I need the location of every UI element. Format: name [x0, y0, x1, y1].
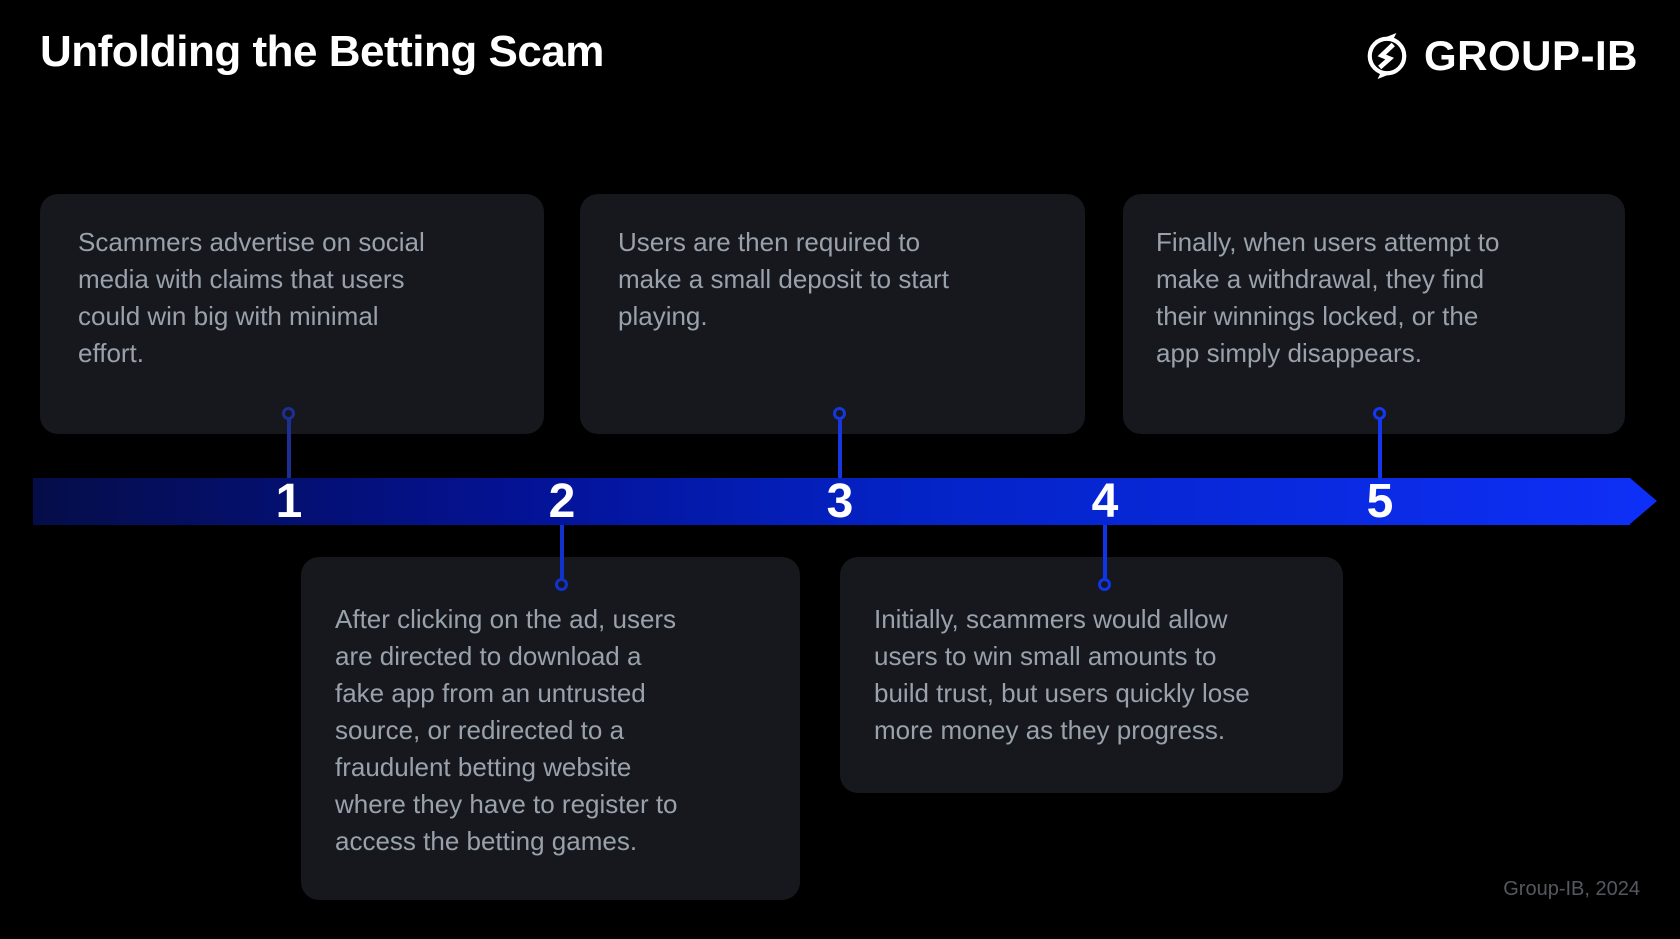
step-3-connector-dot	[833, 407, 846, 420]
step-5-text: Finally, when users attempt to make a wi…	[1156, 227, 1500, 368]
step-5-connector-dot	[1373, 407, 1386, 420]
step-card-3: Users are then required to make a small …	[580, 194, 1085, 434]
brand-wordmark: GROUP-IB	[1424, 32, 1638, 79]
step-4-text: Initially, scammers would allow users to…	[874, 604, 1250, 745]
step-2-connector-line	[560, 525, 564, 584]
step-card-1: Scammers advertise on social media with …	[40, 194, 544, 434]
step-number-4: 4	[1091, 475, 1119, 528]
page-title: Unfolding the Betting Scam	[40, 27, 604, 76]
step-1-text: Scammers advertise on social media with …	[78, 227, 425, 368]
step-number-3: 3	[826, 475, 854, 528]
step-1-connector-line	[287, 414, 291, 478]
credit-text: Group-IB, 2024	[1503, 878, 1640, 900]
brand-logo: GROUP-IB	[1364, 33, 1638, 79]
step-card-5: Finally, when users attempt to make a wi…	[1123, 194, 1625, 434]
timeline-arrowhead-icon	[1630, 478, 1657, 524]
step-card-2: After clicking on the ad, users are dire…	[301, 557, 800, 900]
step-3-text: Users are then required to make a small …	[618, 227, 949, 331]
group-ib-logo-icon	[1367, 33, 1407, 79]
step-1-connector-dot	[282, 407, 295, 420]
step-3-connector-line	[838, 414, 842, 478]
step-card-4: Initially, scammers would allow users to…	[840, 557, 1343, 793]
step-2-connector-dot	[555, 578, 568, 591]
step-number-2: 2	[548, 475, 576, 528]
step-number-5: 5	[1366, 475, 1394, 528]
step-number-1: 1	[275, 475, 303, 528]
timeline-bar	[33, 478, 1630, 525]
step-4-connector-line	[1103, 525, 1107, 584]
step-4-connector-dot	[1098, 578, 1111, 591]
step-2-text: After clicking on the ad, users are dire…	[335, 604, 678, 856]
step-5-connector-line	[1378, 414, 1382, 478]
